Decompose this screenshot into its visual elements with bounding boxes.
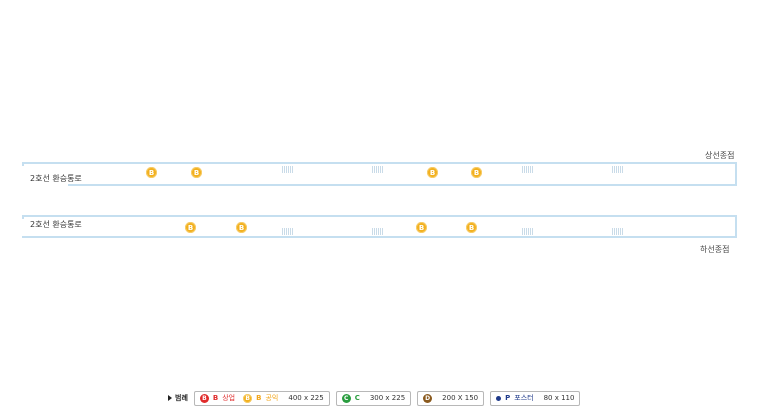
upper-ad-b-4[interactable]: B bbox=[471, 167, 482, 178]
upper-stairs-3 bbox=[522, 166, 534, 173]
lower-transfer-label: 2호선 환승통로 bbox=[30, 220, 82, 229]
legend-p-size: 80 x 110 bbox=[543, 394, 575, 402]
upper-ad-b-3[interactable]: B bbox=[427, 167, 438, 178]
lower-ad-b-4[interactable]: B bbox=[466, 222, 477, 233]
legend-b-public-label: 공익 bbox=[265, 394, 279, 402]
upper-rail-end bbox=[735, 162, 737, 186]
legend-b-letter: B bbox=[212, 394, 219, 402]
legend-b-letter-2: B bbox=[256, 394, 262, 402]
public-badge-icon: B bbox=[243, 393, 253, 403]
lower-ad-b-3[interactable]: B bbox=[416, 222, 427, 233]
legend-item-c: C C 300 x 225 bbox=[335, 390, 412, 406]
lower-stairs-2 bbox=[372, 228, 384, 235]
lower-rail-end bbox=[735, 215, 737, 238]
legend-b-size: 400 x 225 bbox=[288, 394, 324, 402]
upper-transfer-label: 2호선 환승통로 bbox=[30, 174, 82, 183]
legend-item-p: P 포스터 80 x 110 bbox=[490, 390, 581, 406]
lower-rail-start bbox=[22, 215, 24, 219]
legend-title-text: 범례 bbox=[175, 394, 188, 402]
upper-rail-top bbox=[22, 162, 737, 164]
upper-rail-bottom bbox=[68, 184, 737, 186]
upper-stairs-1 bbox=[282, 166, 294, 173]
lower-ad-b-1[interactable]: B bbox=[185, 222, 196, 233]
d-badge-icon: D bbox=[423, 393, 433, 403]
upper-ad-b-2[interactable]: B bbox=[191, 167, 202, 178]
upper-stairs-4 bbox=[612, 166, 624, 173]
upper-rail-start bbox=[22, 162, 24, 166]
upper-stairs-2 bbox=[372, 166, 384, 173]
lower-stairs-4 bbox=[612, 228, 624, 235]
c-badge-icon: C bbox=[341, 393, 351, 403]
legend-item-b: B B 상업 B B 공익 400 x 225 bbox=[193, 390, 330, 406]
lower-stairs-3 bbox=[522, 228, 534, 235]
lower-rail-top bbox=[22, 215, 737, 217]
upper-end-label: 상선종점 bbox=[705, 151, 735, 160]
legend-title: 범례 bbox=[168, 393, 188, 403]
legend-c-size: 300 x 225 bbox=[369, 394, 406, 402]
legend-d-size: 200 X 150 bbox=[442, 394, 479, 402]
poster-dot-icon bbox=[496, 395, 502, 401]
lower-ad-b-2[interactable]: B bbox=[236, 222, 247, 233]
lower-end-label: 하선종점 bbox=[700, 245, 730, 254]
commercial-badge-icon: B bbox=[199, 393, 209, 403]
legend-c-letter: C bbox=[354, 394, 360, 402]
legend-b-commercial-label: 상업 bbox=[222, 394, 236, 402]
legend-p-letter: P bbox=[505, 394, 511, 402]
upper-ad-b-1[interactable]: B bbox=[146, 167, 157, 178]
lower-stairs-1 bbox=[282, 228, 294, 235]
lower-rail-bottom bbox=[22, 236, 737, 238]
play-arrow-icon bbox=[168, 395, 172, 401]
legend-item-d: D 200 X 150 bbox=[417, 390, 485, 406]
legend: 범례 B B 상업 B B 공익 400 x 225 C C 300 x 225… bbox=[168, 390, 581, 406]
legend-p-label: 포스터 bbox=[514, 394, 534, 402]
